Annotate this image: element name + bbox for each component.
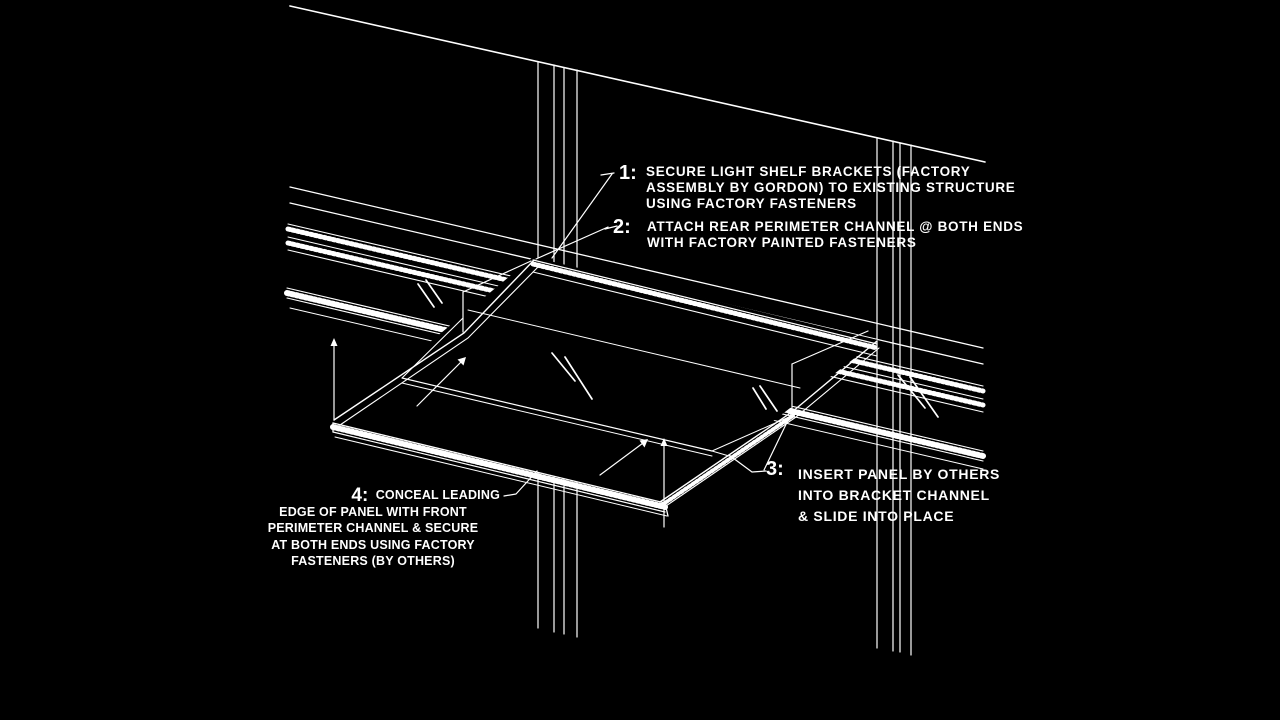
annotation-line: EDGE OF PANEL WITH FRONT [279, 504, 467, 519]
leader-4 [504, 471, 537, 496]
left-bracket-gusset [463, 261, 531, 332]
annotation-line: & SLIDE INTO PLACE [798, 508, 955, 524]
up-arrow [660, 438, 668, 527]
leader-1 [552, 173, 614, 258]
head-rail-line [290, 187, 983, 348]
annotation-1-number: 1: [619, 162, 637, 184]
glass-hatch-mark-left-bay [418, 280, 442, 307]
leader-lines [504, 173, 791, 496]
annotation-4-number: 4: [351, 485, 369, 506]
shelf-glass-back-edge [468, 310, 800, 388]
leader-3 [729, 414, 791, 472]
annotation-line: AT BOTH ENDS USING FACTORY [271, 537, 475, 552]
up-arrow [330, 338, 338, 420]
annotation-3-text: INSERT PANEL BY OTHERS INTO BRACKET CHAN… [798, 464, 1000, 527]
annotation-2-number: 2: [613, 216, 631, 238]
slide-direction-arrows [330, 338, 668, 527]
left-bracket-arm [334, 260, 539, 425]
top-edge-line [290, 6, 985, 162]
glass-hatch-mark-right-bay [898, 375, 938, 417]
annotation-3-number: 3: [766, 458, 784, 480]
annotation-line: USING FACTORY FASTENERS [646, 196, 857, 212]
front-perimeter-channel [333, 423, 668, 516]
shelf-mask [332, 257, 878, 504]
leader-2 [536, 226, 617, 259]
annotation-line: PERIMETER CHANNEL & SECURE [267, 521, 479, 536]
glass-hatch-mark-shelf [552, 353, 777, 411]
annotation-4-text: 4: CONCEAL LEADING EDGE OF PANEL WITH FR… [246, 485, 500, 570]
diagonal-arrow [600, 439, 648, 475]
annotation-2-text: ATTACH REAR PERIMETER CHANNEL @ BOTH END… [647, 219, 1023, 251]
right-bracket-arm [660, 341, 879, 508]
annotation-line: ATTACH REAR PERIMETER CHANNEL @ BOTH END… [647, 219, 1024, 234]
rear-perimeter-channel [533, 260, 877, 356]
light-shelf-assembly [332, 257, 879, 516]
annotation-1-text: SECURE LIGHT SHELF BRACKETS (FACTORY ASS… [646, 164, 1016, 213]
annotation-line: INSERT PANEL BY OTHERS [798, 466, 1001, 482]
annotation-line: FASTENERS (BY OTHERS) [291, 554, 455, 569]
annotation-line: ASSEMBLY BY GORDON) TO EXISTING STRUCTUR… [646, 180, 1016, 196]
annotation-line: WITH FACTORY PAINTED FASTENERS [647, 235, 917, 251]
shelf-glass-leading-edge [402, 318, 798, 456]
annotation-line: 4: CONCEAL LEADING [351, 485, 500, 506]
right-bracket-gusset [792, 331, 868, 411]
annotation-line: INTO BRACKET CHANNEL [798, 487, 990, 503]
annotation-line: SECURE LIGHT SHELF BRACKETS (FACTORY [646, 164, 971, 179]
diagonal-arrow [417, 357, 466, 406]
right-mullion [877, 138, 911, 655]
